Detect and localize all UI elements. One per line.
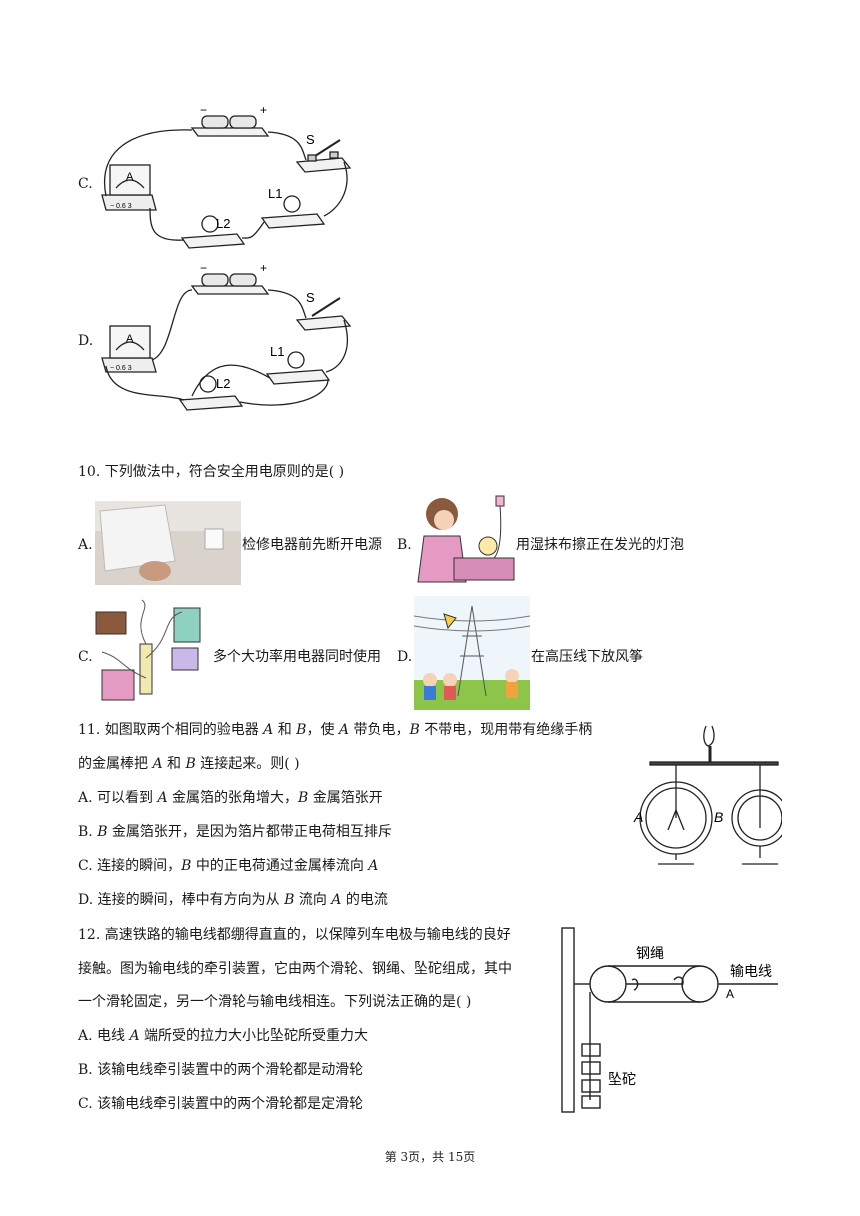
circuit-diagram-c: − + S A − 0.6 3 L1 L2 — [101, 103, 352, 249]
q11-line-1: 11. 如图取两个相同的验电器 𝐴 和 𝐵，使 𝐴 带负电，𝐵 不带电，现用带有… — [78, 722, 593, 738]
q12-line-1: 12. 高速铁路的输电线都绷得直直的，以保障列车电极与输电线的良好 — [78, 927, 511, 943]
q10-option-b-text: 用湿抹布擦正在发光的灯泡 — [516, 537, 684, 553]
svg-text:B: B — [714, 809, 723, 825]
q12-pulley-figure: 钢绳 输电线 A 坠砣 — [561, 927, 778, 1113]
svg-text:L1: L1 — [270, 344, 284, 359]
svg-text:输电线: 输电线 — [730, 963, 772, 979]
svg-text:L2: L2 — [216, 216, 230, 231]
q10-photo-a — [95, 501, 241, 585]
q11-option-a: A. 可以看到 𝐴 金属箔的张角增大，𝐵 金属箔张开 — [78, 790, 383, 806]
q11-electroscope-figure: A B — [633, 725, 782, 865]
svg-text:A: A — [633, 809, 643, 825]
q10-option-d-label: D. — [397, 649, 413, 665]
q10-option-a-label: A. — [78, 537, 93, 553]
svg-text:A: A — [726, 987, 734, 1001]
svg-text:L2: L2 — [216, 376, 230, 391]
svg-text:−: − — [200, 262, 207, 275]
q11-line-2: 的金属棒把 𝐴 和 𝐵 连接起来。则( ) — [78, 756, 300, 772]
q10-option-d-text: 在高压线下放风筝 — [531, 649, 643, 665]
q10-option-a-text: 检修电器前先断开电源 — [242, 537, 382, 553]
svg-text:A: A — [126, 333, 134, 345]
page-number: 第 3页，共 15页 — [384, 1150, 476, 1164]
svg-text:L1: L1 — [268, 186, 282, 201]
q11-option-c: C. 连接的瞬间，𝐵 中的正电荷通过金属棒流向 𝐴 — [78, 858, 379, 874]
svg-text:+: + — [260, 103, 267, 117]
q10-option-c-text: 多个大功率用电器同时使用 — [213, 649, 381, 665]
q10-option-c-label: C. — [78, 649, 93, 665]
q10-option-b-label: B. — [397, 537, 412, 553]
svg-text:坠砣: 坠砣 — [608, 1071, 636, 1087]
q10-picture-c — [95, 599, 201, 701]
circuit-diagram-d: − + S A − 0.6 3 L1 L2 — [101, 262, 352, 411]
svg-text:− 0.6 3: − 0.6 3 — [110, 203, 132, 210]
q12-option-a: A. 电线 𝐴 端所受的拉力大小比坠砣所受重力大 — [78, 1028, 369, 1044]
svg-text:− 0.6 3: − 0.6 3 — [110, 365, 132, 372]
q11-option-d: D. 连接的瞬间，棒中有方向为从 𝐵 流向 𝐴 的电流 — [78, 892, 388, 908]
svg-text:−: − — [200, 103, 207, 117]
q12-option-b: B. 该输电线牵引装置中的两个滑轮都是动滑轮 — [78, 1062, 364, 1078]
option-c-label: C. — [78, 176, 93, 192]
svg-text:+: + — [260, 262, 267, 275]
q11-option-b: B. 𝐵 金属箔张开，是因为箔片都带正电荷相互排斥 — [78, 824, 392, 840]
svg-text:S: S — [306, 132, 315, 147]
svg-text:钢绳: 钢绳 — [636, 945, 664, 961]
q10-picture-b — [417, 495, 515, 583]
q12-line-2: 接触。图为输电线的牵引装置，它由两个滑轮、钢绳、坠砣组成，其中 — [78, 961, 512, 977]
q10-stem: 10. 下列做法中，符合安全用电原则的是( ) — [78, 464, 345, 480]
q12-option-c: C. 该输电线牵引装置中的两个滑轮都是定滑轮 — [78, 1096, 364, 1112]
option-d-label: D. — [78, 333, 94, 349]
q10-picture-d — [414, 596, 530, 710]
svg-text:S: S — [306, 290, 315, 305]
q12-line-3: 一个滑轮固定，另一个滑轮与输电线相连。下列说法正确的是( ) — [78, 994, 472, 1010]
svg-text:A: A — [126, 171, 134, 183]
